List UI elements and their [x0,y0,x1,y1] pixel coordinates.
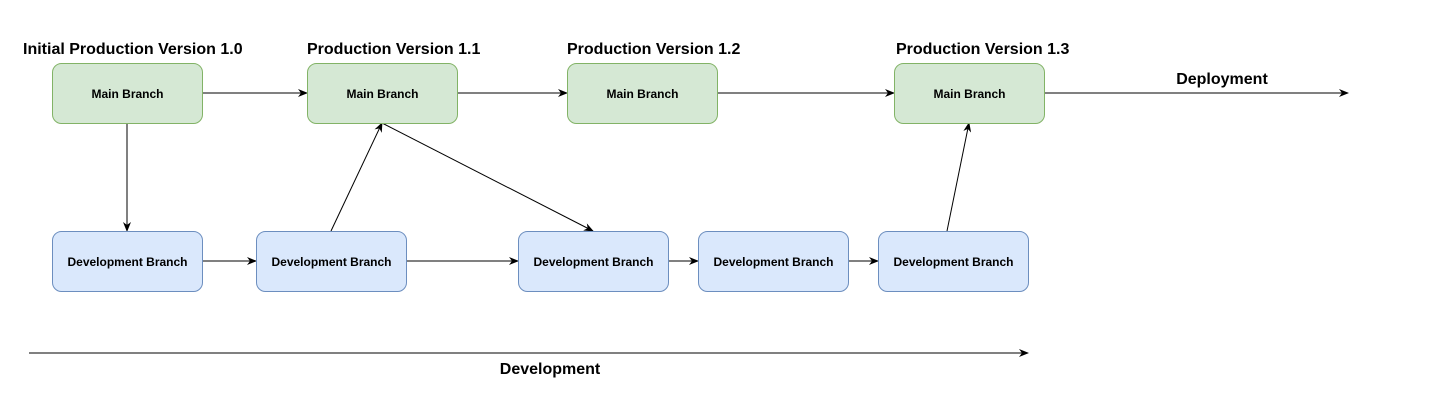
edge-main2-dev3 [381,122,594,232]
main-branch-label: Main Branch [606,87,678,101]
main-branch-node-1[interactable]: Main Branch [52,63,203,124]
heading-version-1-1: Production Version 1.1 [307,41,480,58]
development-branch-row: Development Branch Development Branch De… [52,231,1029,292]
development-label: Development [500,361,601,378]
heading-version-1-3: Production Version 1.3 [896,41,1069,58]
development-branch-label: Development Branch [713,255,833,269]
development-branch-box [698,231,849,292]
development-branch-box [878,231,1029,292]
development-branch-box [52,231,203,292]
main-branch-box [52,63,203,124]
main-branch-row: Main Branch Main Branch Main Branch Main… [52,63,1045,124]
main-branch-box [307,63,458,124]
development-branch-label: Development Branch [893,255,1013,269]
development-branch-node-1[interactable]: Development Branch [52,231,203,292]
development-branch-node-5[interactable]: Development Branch [878,231,1029,292]
main-branch-label: Main Branch [933,87,1005,101]
deployment-label: Deployment [1176,71,1268,88]
main-branch-node-4[interactable]: Main Branch [894,63,1045,124]
development-branch-box [518,231,669,292]
development-branch-label: Development Branch [271,255,391,269]
development-branch-node-4[interactable]: Development Branch [698,231,849,292]
development-branch-node-3[interactable]: Development Branch [518,231,669,292]
heading-version-1-0: Initial Production Version 1.0 [23,41,243,58]
main-branch-node-2[interactable]: Main Branch [307,63,458,124]
main-branch-label: Main Branch [91,87,163,101]
development-branch-node-2[interactable]: Development Branch [256,231,407,292]
development-branch-label: Development Branch [67,255,187,269]
development-branch-label: Development Branch [533,255,653,269]
development-branch-box [256,231,407,292]
edge-dev5-main4 [946,122,972,232]
main-branch-box [567,63,718,124]
edges [29,89,1349,357]
main-branch-box [894,63,1045,124]
main-branch-label: Main Branch [346,87,418,101]
heading-version-1-2: Production Version 1.2 [567,41,740,58]
edge-dev2-main2 [330,122,383,232]
headings: Initial Production Version 1.0 Productio… [23,41,1268,378]
main-branch-node-3[interactable]: Main Branch [567,63,718,124]
